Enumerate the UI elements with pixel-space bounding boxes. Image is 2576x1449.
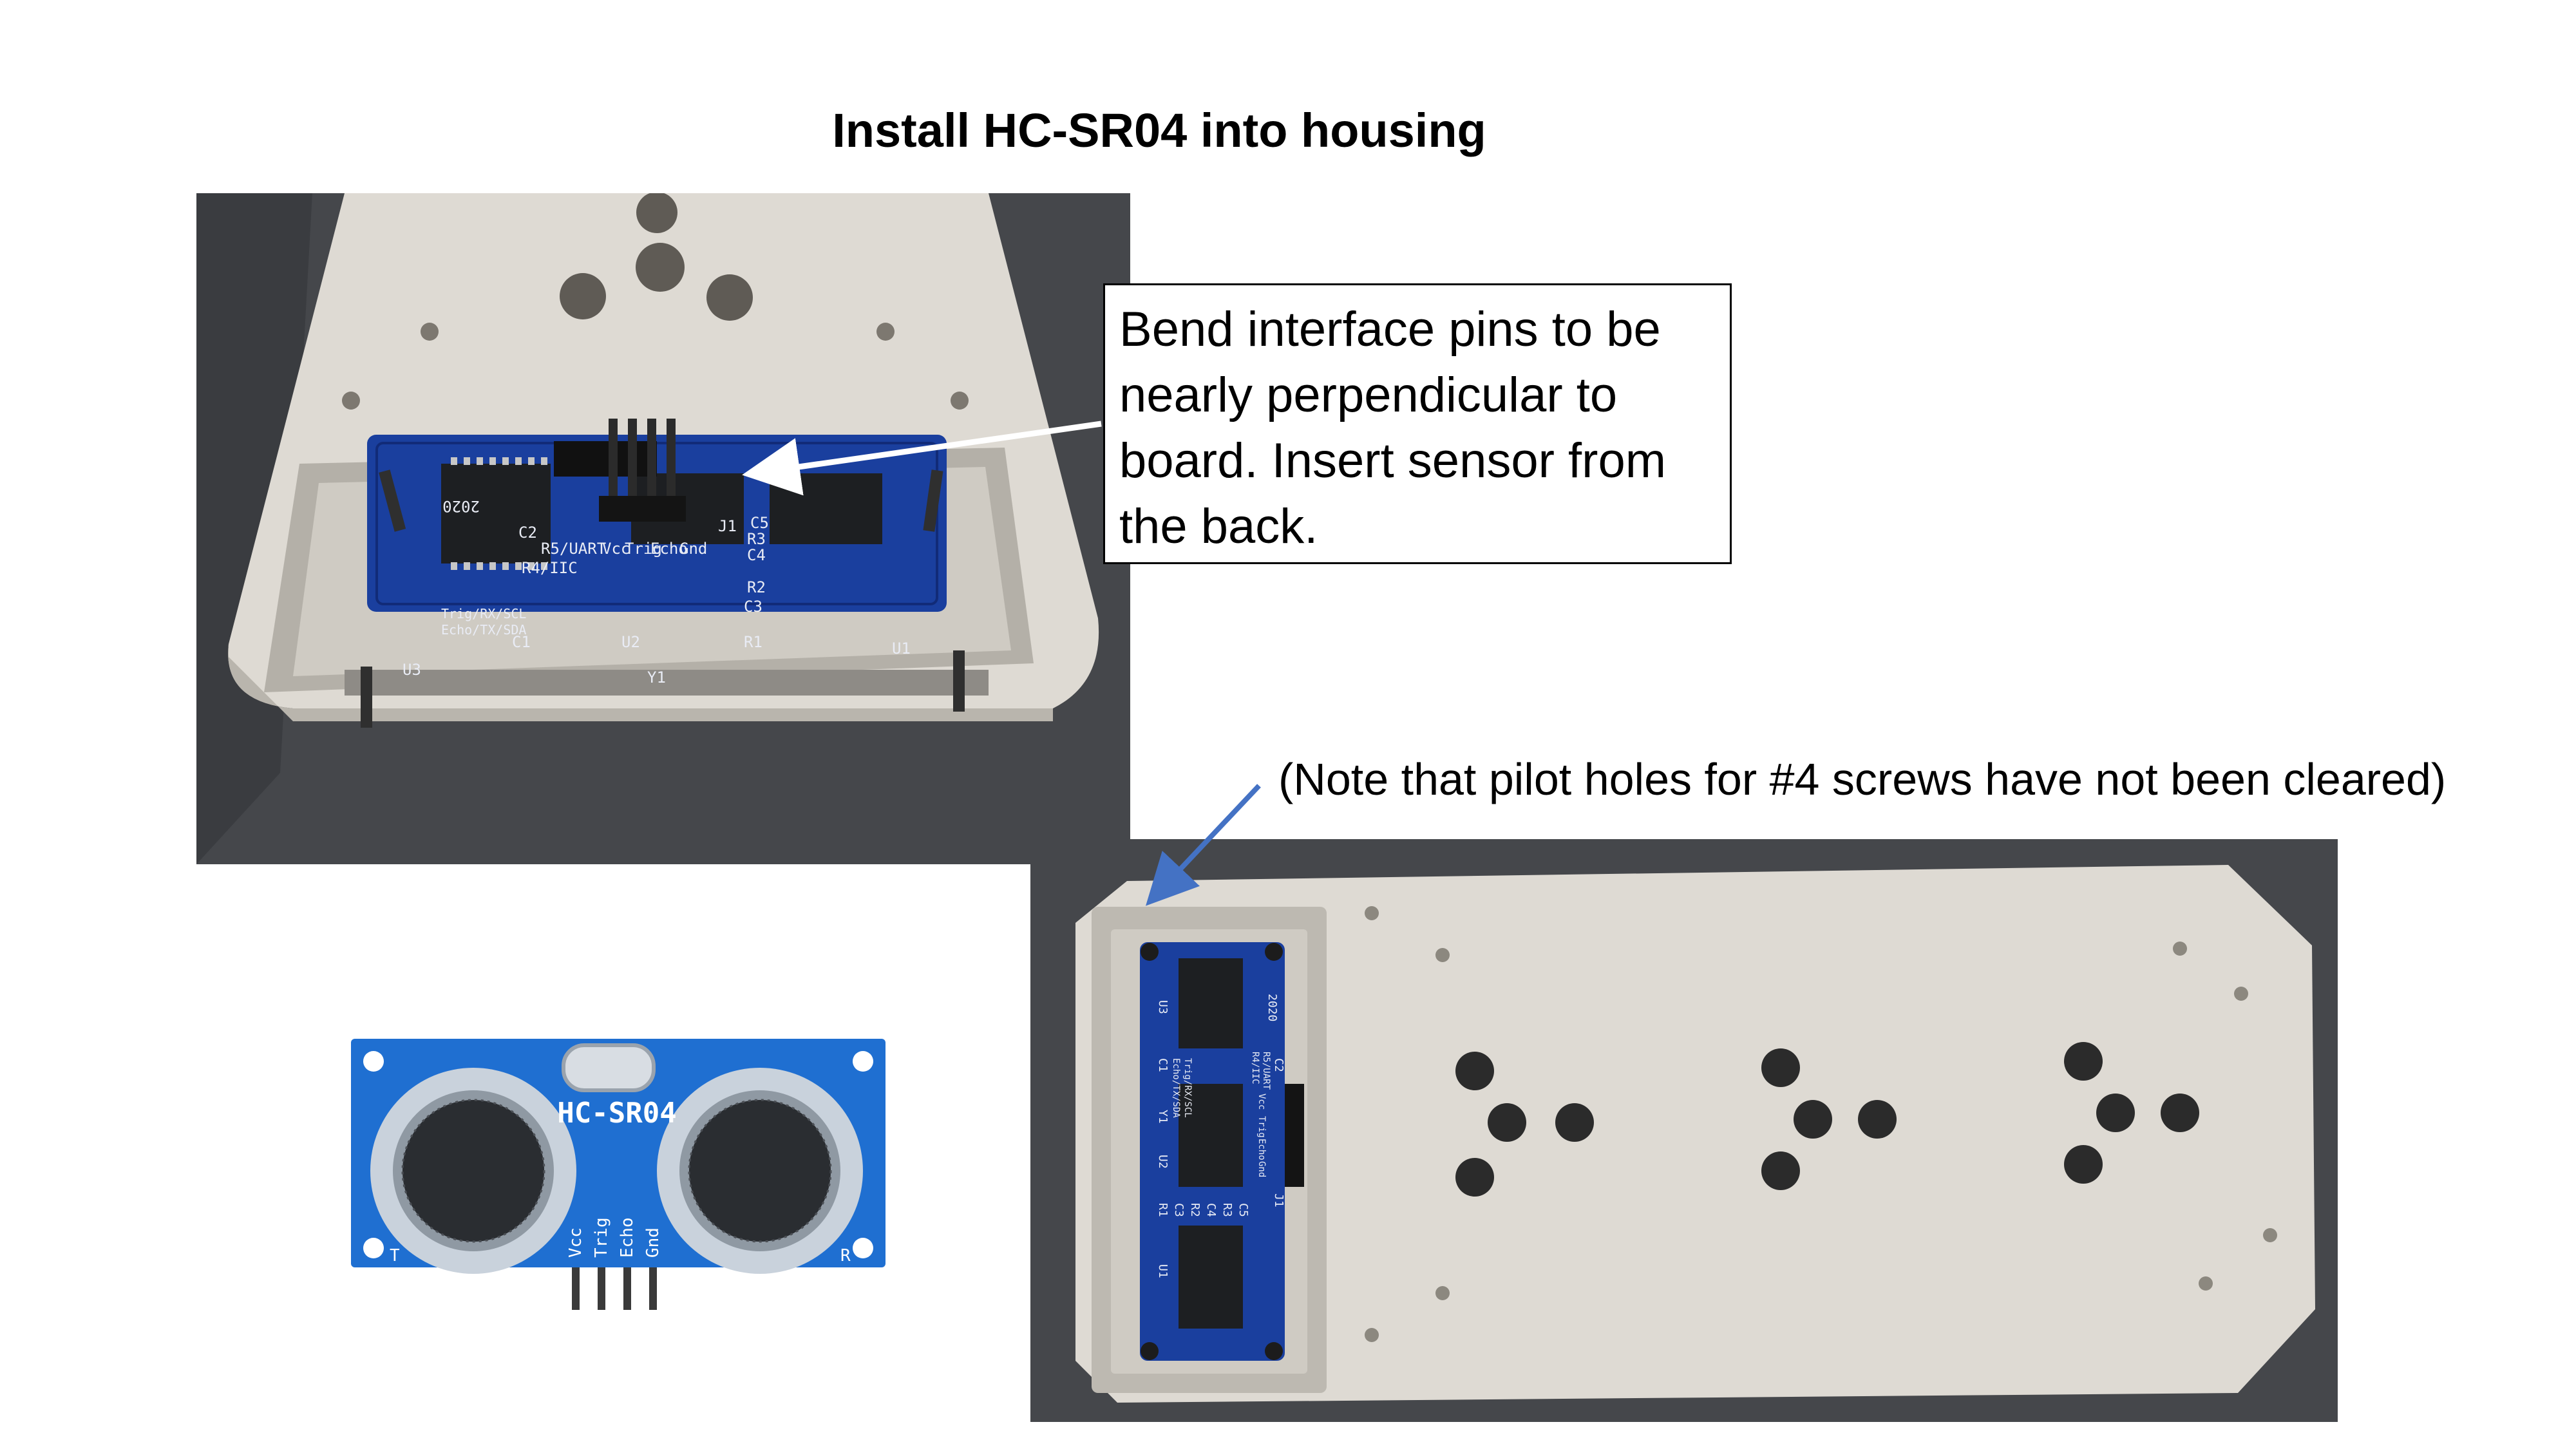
- silk-echo-tx-sda: Echo/TX/SDA: [1171, 1058, 1181, 1118]
- silk-trig: Trig: [625, 540, 662, 558]
- silk-r5: R5/UART: [541, 540, 606, 558]
- silk-trig: Trig: [1256, 1116, 1267, 1138]
- hcsr04-module-photo: HC-SR04 Vcc Trig Echo Gnd T R: [348, 1026, 890, 1310]
- silk-r1: R1: [744, 633, 762, 651]
- silk-2020: 2020: [1265, 994, 1279, 1021]
- transducer-left: [370, 1068, 576, 1274]
- silk-trig-rx-scl: Trig/RX/SCL: [1182, 1058, 1193, 1118]
- silk-vcc: Vcc: [602, 540, 630, 558]
- silk-y1: Y1: [647, 668, 666, 687]
- pcb-board: [367, 435, 947, 612]
- silk-r2: R2: [747, 578, 766, 596]
- silk-c5: C5: [1236, 1203, 1250, 1217]
- mark-t: T: [390, 1246, 400, 1265]
- silk-u3: U3: [1156, 1000, 1170, 1014]
- pin-label-trig: Trig: [592, 1217, 611, 1258]
- silk-echo: Echo: [1256, 1139, 1267, 1160]
- silk-2020: 2020: [442, 497, 480, 515]
- silk-u3: U3: [402, 661, 421, 679]
- silk-echo: Echo: [650, 540, 688, 558]
- silk-c1: C1: [512, 633, 531, 651]
- callout-line-2: nearly perpendicular to: [1119, 368, 1618, 422]
- silk-u2: U2: [621, 633, 640, 651]
- silk-u2: U2: [1156, 1155, 1170, 1169]
- pin-label-echo: Echo: [618, 1217, 637, 1258]
- silk-r3: R3: [1220, 1203, 1234, 1217]
- transducer-right: [657, 1068, 863, 1274]
- silk-r2: R2: [1188, 1203, 1202, 1217]
- silk-r4: R4/IIC: [522, 559, 578, 577]
- silk-y1: Y1: [1156, 1110, 1170, 1124]
- pcb-board-vertical: [1140, 942, 1304, 1361]
- silk-gnd: Gnd: [679, 540, 707, 558]
- pin-label-vcc: Vcc: [566, 1227, 585, 1258]
- silk-echo-tx-sda: Echo/TX/SDA: [441, 622, 526, 638]
- mark-r: R: [840, 1246, 851, 1265]
- silk-j1: J1: [1272, 1193, 1285, 1208]
- silk-j1: J1: [718, 517, 737, 535]
- pin-label-gnd: Gnd: [643, 1227, 663, 1258]
- silk-c1: C1: [1156, 1058, 1170, 1072]
- silk-gnd: Gnd: [1256, 1161, 1267, 1177]
- silk-r4: R4/IIC: [1250, 1052, 1260, 1084]
- slide-title: Install HC-SR04 into housing: [832, 104, 1486, 157]
- housing-closeup-photo: 2020 Vcc Trig Echo Gnd J1 C2 R5/UART R4/…: [196, 193, 1130, 864]
- module-name-label: HC-SR04: [557, 1097, 676, 1130]
- silk-u1: U1: [892, 639, 911, 658]
- callout-line-1: Bend interface pins to be: [1119, 302, 1661, 357]
- callout-line-3: board. Insert sensor from: [1119, 433, 1667, 488]
- silk-u1: U1: [1156, 1264, 1170, 1278]
- silk-r5: R5/UART: [1261, 1052, 1271, 1090]
- silk-c3: C3: [744, 598, 762, 616]
- housing-full-photo: U3 2020 C1 Echo/TX/SDA Trig/RX/SCL R4/II…: [1030, 839, 2338, 1422]
- pilot-holes-note: (Note that pilot holes for #4 screws hav…: [1278, 754, 2447, 804]
- silk-c5: C5: [750, 514, 769, 532]
- silk-r1: R1: [1156, 1203, 1170, 1217]
- silk-r3: R3: [747, 530, 766, 548]
- silk-vcc: Vcc: [1256, 1094, 1267, 1110]
- silk-c4: C4: [1204, 1203, 1218, 1217]
- silk-c2: C2: [518, 524, 537, 542]
- instruction-callout: Bend interface pins to be nearly perpend…: [1103, 283, 1732, 564]
- silk-c2: C2: [1272, 1058, 1285, 1072]
- silk-c3: C3: [1172, 1203, 1186, 1217]
- silk-trig-rx-scl: Trig/RX/SCL: [441, 606, 526, 621]
- callout-line-4: the back.: [1119, 499, 1318, 554]
- silk-c4: C4: [747, 546, 766, 564]
